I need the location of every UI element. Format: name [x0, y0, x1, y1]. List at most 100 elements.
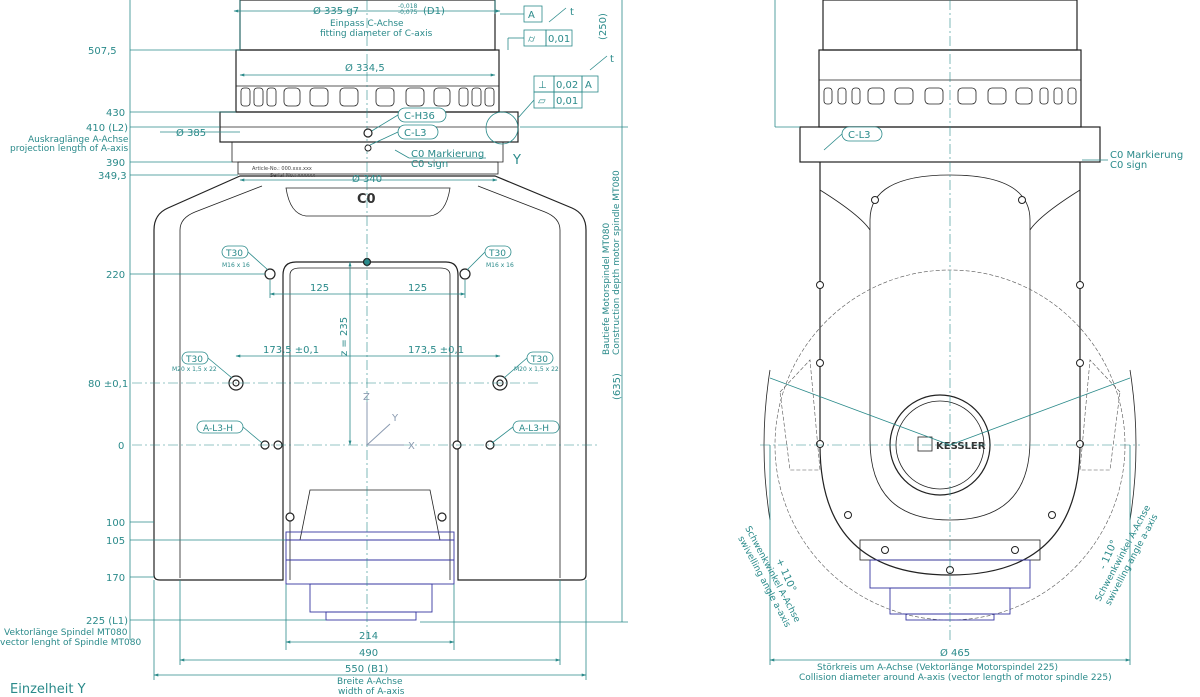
dim-490: 490 — [359, 648, 378, 659]
left-view: Z X Y Ø 335 g7 -0,018 -0,075 (D1) Einpas… — [0, 0, 628, 697]
dim-225: 225 (L1) — [86, 616, 128, 627]
dim-d340: Ø 340 — [352, 173, 382, 185]
dim-d385: Ø 385 — [176, 127, 206, 139]
axis-z-label: Z — [363, 392, 370, 403]
detail-y-label: Y — [512, 153, 521, 168]
dim-410: 410 (L2) — [86, 123, 128, 134]
a-axis-yoke — [153, 175, 587, 581]
swivel-indicators — [769, 359, 1131, 471]
tol-perp-ref: A — [585, 80, 592, 91]
spindle-nose — [285, 539, 455, 585]
axis-x-label: X — [408, 441, 415, 452]
dim-d335-tol-up: -0,018 — [398, 3, 418, 10]
m20-mr: M20 x 1,5 x 22 — [514, 366, 559, 373]
dim-170: 170 — [106, 573, 125, 584]
t30-tl: T30 — [225, 249, 243, 259]
dim-173-right: 173,5 ±0,1 — [408, 345, 464, 356]
tol-flatness: 0,01 — [548, 34, 570, 45]
rv-coll-de: Störkreis um A-Achse (Vektorlänge Motors… — [817, 663, 1058, 673]
dim-349: 349,3 — [98, 171, 127, 182]
dim-250: (250) — [598, 13, 609, 40]
dim-507: 507,5 — [88, 46, 117, 57]
m16-tr: M16 x 16 — [486, 262, 514, 269]
bolts-right-view — [816, 196, 1084, 574]
rv-c0-en: C0 sign — [1110, 160, 1147, 171]
right-view: KESSLER C-L3 C0 Mark — [735, 0, 1183, 683]
vec-de: Vektorlänge Spindel MT080 — [4, 628, 128, 638]
dim-173-left: 173,5 ±0,1 — [263, 345, 319, 356]
dim-125-right: 125 — [408, 283, 427, 294]
rv-d465: Ø 465 — [940, 647, 970, 659]
tol-t2: t — [610, 54, 614, 65]
dim-d334: Ø 334,5 — [345, 62, 385, 74]
dim-430: 430 — [106, 108, 125, 119]
tol-t1: t — [570, 7, 574, 18]
dim-0: 0 — [118, 441, 124, 452]
width-en: width of A-axis — [338, 687, 405, 697]
dim-z235: z = 235 — [339, 317, 350, 356]
dim-635: (635) — [612, 373, 623, 400]
svg-text:⊥: ⊥ — [538, 80, 547, 91]
left-dimensions: 507,5 430 410 (L2) Auskraglänge A-Achse … — [0, 0, 326, 648]
tol-perp: 0,02 — [556, 80, 578, 91]
dim-d335-ref: (D1) — [423, 6, 445, 17]
rv-callout-cl3: C-L3 — [848, 130, 871, 141]
depth-de: Bautiefe Motorspindel MT080 — [602, 223, 612, 355]
dim-550: 550 (B1) — [345, 664, 388, 675]
al3h-left: A-L3-H — [203, 424, 233, 434]
callout-ch36: C-H36 — [404, 111, 435, 122]
coordinate-axes: Z X Y — [363, 392, 415, 452]
rv-coll-en: Collision diameter around A-axis (vector… — [799, 673, 1112, 683]
svg-text:▱: ▱ — [538, 96, 546, 107]
spindle-motor-body — [299, 489, 441, 541]
axis-y-label: Y — [391, 413, 399, 424]
right-dimensions: (250) (635) Bautiefe Motorspindel MT080 … — [420, 0, 628, 623]
article-no: Article-No.: 000.xxx.xxx — [252, 166, 312, 172]
dim-220: 220 — [106, 270, 125, 281]
svg-text:⌭: ⌭ — [528, 34, 536, 45]
ring-slots — [240, 87, 495, 107]
c0-engraving: C0 — [357, 192, 376, 207]
m16-tl: M16 x 16 — [222, 262, 250, 269]
dim-d335-tol-lo: -0,075 — [398, 9, 418, 16]
rv-swivel-de-left: Schwenkwinkel A-Achse — [742, 525, 801, 625]
proj-en: projection length of A-axis — [10, 144, 128, 154]
dim-d335: Ø 335 g7 — [313, 5, 359, 17]
serial-no: Serial-No.: xxxxxx — [270, 173, 315, 179]
callouts-top: C-H36 C-L3 C0 Markierung C0 sign — [363, 107, 486, 170]
callout-cl3: C-L3 — [404, 128, 427, 139]
proj-de: Auskraglänge A-Achse — [28, 135, 129, 145]
dim-d335-de: Einpass C-Achse — [330, 19, 404, 29]
dim-d335-en: fitting diameter of C-axis — [320, 29, 433, 39]
m20-ml: M20 x 1,5 x 22 — [172, 366, 217, 373]
depth-en: Construction depth motor spindle MT080 — [612, 170, 622, 355]
c0-marking-en: C0 sign — [411, 159, 448, 170]
dim-390: 390 — [106, 158, 125, 169]
tolerance-frames: A t ⌭ 0,01 t ⊥ 0,02 A ▱ 0,01 — [500, 5, 614, 119]
datum-a: A — [528, 10, 535, 21]
al3h-right: A-L3-H — [519, 424, 549, 434]
dim-105: 105 — [106, 536, 125, 547]
t30-tr: T30 — [488, 249, 506, 259]
c-axis-ring — [235, 49, 500, 113]
rv-brand: KESSLER — [936, 441, 986, 452]
rv-inner-window — [869, 174, 1031, 521]
dim-100: 100 — [106, 518, 125, 529]
t30-callouts: T30 M16 x 16 T30 M16 x 16 T30 M20 x 1,5 … — [172, 245, 560, 444]
dim-125-left: 125 — [310, 283, 329, 294]
tol-flat2: 0,01 — [556, 96, 578, 107]
dim-214: 214 — [359, 631, 378, 642]
detail-y-circle — [485, 111, 519, 145]
bottom-dimensions: 214 490 550 (B1) Breite A-Achse width of… — [153, 580, 587, 697]
detail-title: Einzelheit Y — [10, 682, 86, 697]
t30-mr: T30 — [530, 355, 548, 365]
c0-marking-de: C0 Markierung — [411, 149, 484, 160]
rv-yoke-body — [819, 162, 1081, 576]
rv-c0-de: C0 Markierung — [1110, 150, 1183, 161]
width-de: Breite A-Achse — [337, 677, 403, 687]
dim-80: 80 ±0,1 — [88, 379, 128, 390]
c0-pocket — [285, 187, 451, 217]
t30-ml: T30 — [185, 355, 203, 365]
rv-ring-slots — [823, 87, 1077, 105]
